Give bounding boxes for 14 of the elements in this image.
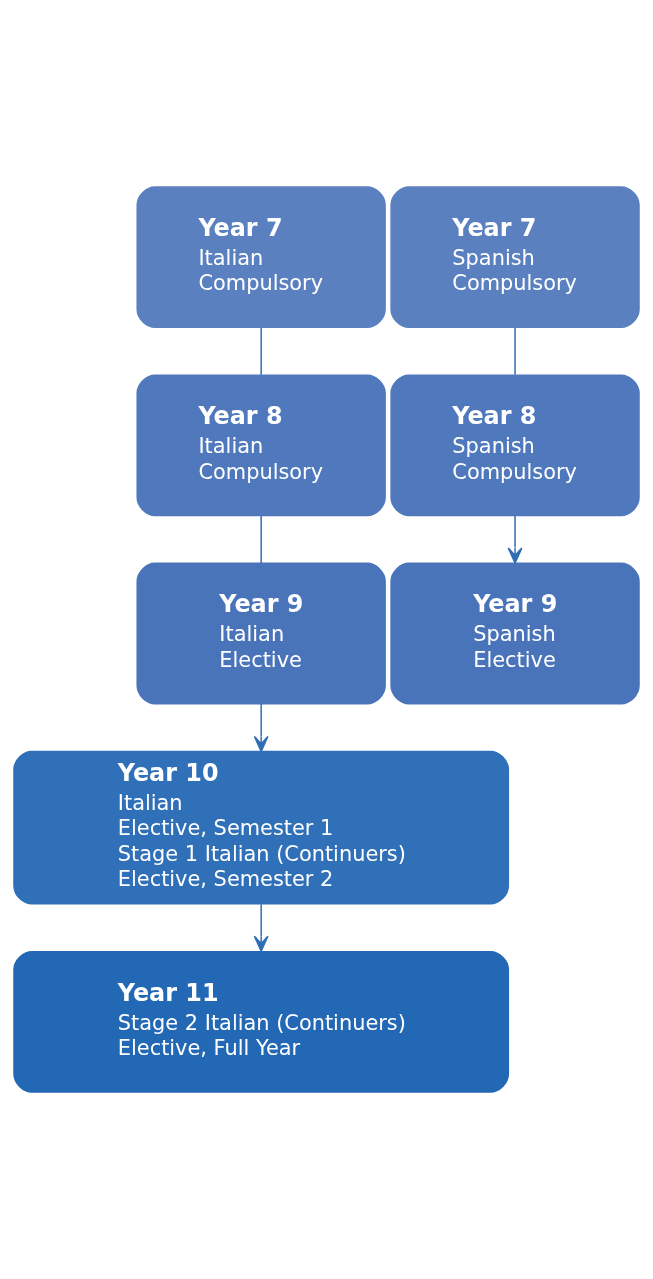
arrow [253,903,269,952]
node-box: Year 10 Italian Elective, Semester 1 Stage 1 Italian (Continuers) Elective, Semester 2 [13,750,510,905]
arrow [253,703,269,753]
node-box: Year 9 Italian Elective [136,562,386,705]
node-box: Year 8 Italian Compulsory [136,374,386,517]
connector [260,326,262,376]
connector [260,515,262,564]
node-box: Year 9 Spanish Elective [390,562,640,705]
node-box: Year 11 Stage 2 Italian (Continuers) Elective, Full Year [13,950,510,1093]
arrow [507,515,523,564]
node-box: Year 7 Italian Compulsory [136,186,386,329]
node-box: Year 7 Spanish Compulsory [390,186,640,329]
connector [514,326,516,376]
node-box: Year 8 Spanish Compulsory [390,374,640,517]
